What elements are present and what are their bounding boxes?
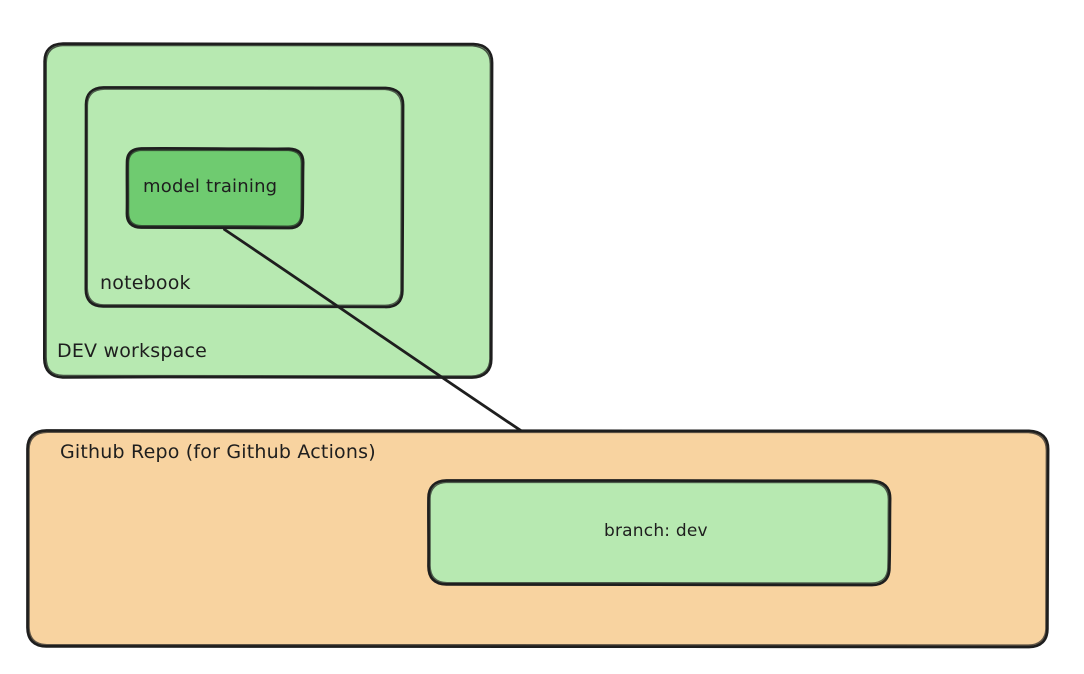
- model-training-fill: [127, 148, 303, 228]
- model-training-outline-2: [127, 149, 303, 227]
- notebook-outline-1: [84, 85, 405, 309]
- github-repo-outline-2: [28, 431, 1048, 646]
- branch-dev-outline-1: [427, 478, 892, 587]
- node-model-training[interactable]: [125, 146, 305, 230]
- notebook-outline-2: [86, 88, 403, 307]
- branch-dev-fill: [428, 480, 890, 585]
- model-training-outline-1: [125, 146, 305, 230]
- node-branch-dev[interactable]: [427, 478, 892, 587]
- dev-workspace-outline-1: [43, 42, 494, 379]
- dev-workspace-outline-2: [45, 44, 492, 377]
- branch-dev-outline-2: [429, 481, 890, 584]
- github-repo-outline-1: [26, 428, 1050, 649]
